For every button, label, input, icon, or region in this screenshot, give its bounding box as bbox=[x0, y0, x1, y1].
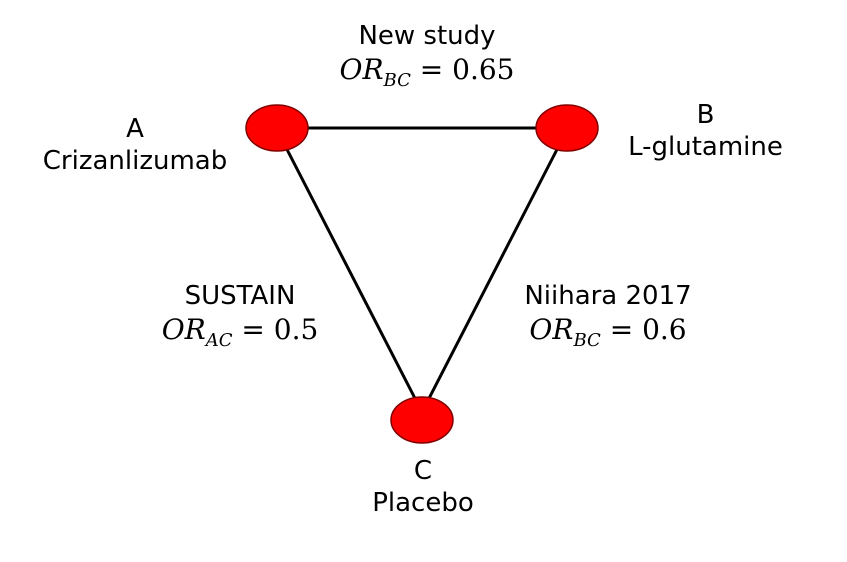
node-a-name: Crizanlizumab bbox=[42, 146, 228, 176]
node-c-label: C Placebo bbox=[338, 455, 508, 519]
edge-b-c-odds-ratio: ORBC = 0.6 bbox=[529, 313, 687, 351]
node-a-label: A Crizanlizumab bbox=[10, 113, 260, 177]
edge-a-b-label: New study ORBC = 0.65 bbox=[297, 20, 557, 99]
node-a bbox=[245, 104, 309, 152]
node-b-label: B L-glutamine bbox=[598, 99, 813, 163]
node-b-letter: B bbox=[696, 100, 715, 130]
edge-a-c-study: SUSTAIN bbox=[184, 281, 296, 311]
node-c bbox=[390, 396, 454, 444]
edge-b-c-label: Niihara 2017 ORBC = 0.6 bbox=[488, 280, 728, 359]
edge-b-c-study: Niihara 2017 bbox=[524, 281, 692, 311]
edge-a-b-odds-ratio: ORBC = 0.65 bbox=[339, 53, 515, 91]
node-a-letter: A bbox=[126, 114, 144, 144]
node-c-name: Placebo bbox=[372, 488, 474, 518]
edge-a-b-study: New study bbox=[358, 21, 496, 51]
node-b bbox=[535, 104, 599, 152]
edge-a-c-odds-ratio: ORAC = 0.5 bbox=[161, 313, 319, 351]
edge-a-c bbox=[275, 129, 424, 413]
node-b-name: L-glutamine bbox=[628, 132, 783, 162]
edge-b-c bbox=[420, 129, 569, 413]
node-c-letter: C bbox=[413, 456, 433, 486]
edge-a-c-label: SUSTAIN ORAC = 0.5 bbox=[120, 280, 360, 359]
